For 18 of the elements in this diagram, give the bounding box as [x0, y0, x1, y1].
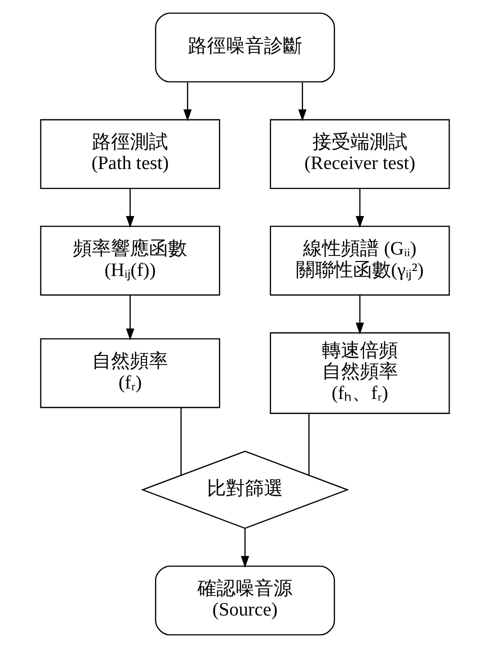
arrow: [125, 295, 134, 340]
node-box: 頻率響應函數 (Hᵢⱼ(f)): [40, 226, 220, 296]
arrow: [182, 82, 192, 122]
connector: [180, 408, 182, 476]
node-diamond: 比對篩選: [140, 450, 349, 529]
node-box: 自然頻率 (fᵣ): [40, 338, 220, 408]
node-box: 路徑測試 (Path test): [40, 119, 220, 189]
node-box: 轉速倍頻 自然頻率 (fₕ、fᵣ): [269, 332, 450, 414]
arrow: [125, 188, 134, 228]
node-box: 線性頻譜 (Gᵢᵢ) 關聯性函數(γᵢⱼ²): [269, 226, 450, 296]
connector: [308, 414, 310, 476]
arrow: [298, 82, 306, 122]
node-box: 確認噪音源 (Source): [154, 566, 334, 636]
arrow: [355, 295, 364, 334]
node-box: 路徑噪音診斷: [154, 12, 334, 82]
arrow: [240, 528, 249, 568]
node-box: 接受端測試 (Receiver test): [269, 119, 450, 189]
arrow: [355, 188, 364, 228]
